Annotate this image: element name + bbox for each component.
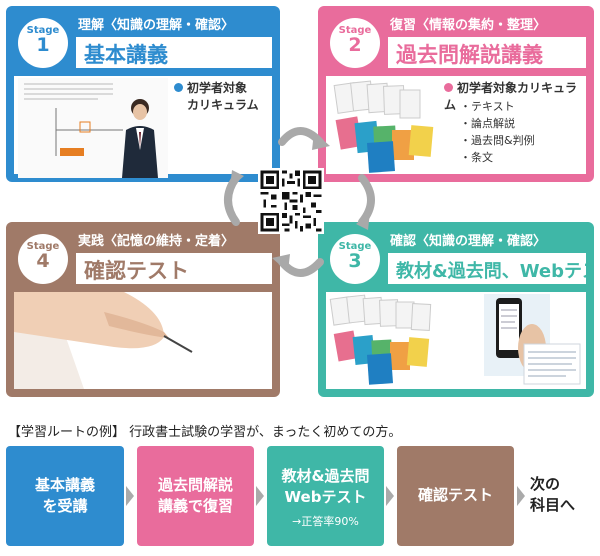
stage-label: Stage	[26, 241, 60, 252]
stage-2-body: 初学者対象カリキュラム ・テキスト ・論点解説 ・過去問&判例 ・条文	[326, 76, 586, 174]
stage-2-bullet: 初学者対象カリキュラム	[444, 81, 578, 112]
stage-number: 4	[36, 250, 50, 272]
materials-image	[329, 294, 581, 385]
route-step-3: 教材&過去問 Webテスト →正答率90%	[267, 446, 384, 546]
stage-1-title: 基本講義	[84, 43, 168, 67]
stage-4-title: 確認テスト	[84, 259, 189, 283]
stage-1-bullet: 初学者対象 カリキュラム	[174, 80, 259, 114]
writing-photo	[14, 292, 272, 389]
stage-label: Stage	[26, 25, 60, 36]
bullet-icon	[444, 83, 453, 92]
stage-2-titlebar: 過去問解説講義	[388, 37, 586, 68]
stage-4-subtitle: 実践〈記憶の維持・定着〉	[78, 234, 235, 249]
stage-3-badge: Stage 3	[330, 234, 380, 284]
stage-label: Stage	[338, 25, 372, 36]
stage-1-body: 初学者対象 カリキュラム	[14, 76, 272, 178]
list-item: ・条文	[460, 151, 493, 164]
stage-4-body	[14, 292, 272, 389]
stage-number: 1	[36, 34, 50, 56]
stage-2-items: ・テキスト ・論点解説 ・過去問&判例 ・条文	[460, 98, 535, 166]
chevron-right-icon	[126, 486, 134, 506]
list-item: ・テキスト	[460, 100, 515, 113]
route-step-2: 過去問解説 講義で復習	[137, 446, 254, 546]
stage-2-subtitle: 復習〈情報の集約・整理〉	[390, 18, 547, 33]
stage-1-card: Stage 1 理解〈知識の理解・確認〉 基本講義 初学	[6, 6, 280, 182]
lecture-photo	[18, 78, 168, 178]
stage-2-title: 過去問解説講義	[396, 43, 543, 67]
stage-number: 2	[348, 34, 362, 56]
stage-3-card: Stage 3 確認〈知識の理解・確認〉 教材&過去問、Webテスト	[318, 222, 594, 397]
stage-2-card: Stage 2 復習〈情報の集約・整理〉 過去問解説講義 初学者対象カリキュラム	[318, 6, 594, 182]
stage-4-badge: Stage 4	[18, 234, 68, 284]
chevron-right-icon	[256, 486, 264, 506]
stage-3-body	[326, 292, 586, 389]
stage-4-titlebar: 確認テスト	[76, 253, 272, 284]
list-item: ・過去問&判例	[460, 134, 535, 147]
stage-3-titlebar: 教材&過去問、Webテスト	[388, 253, 594, 284]
qr-code-icon[interactable]	[258, 168, 324, 234]
stage-label: Stage	[338, 241, 372, 252]
stage-4-card: Stage 4 実践〈記憶の維持・定着〉 確認テスト	[6, 222, 280, 397]
stage-number: 3	[348, 250, 362, 272]
next-subject: 次の 科目へ	[530, 475, 576, 514]
route-step-4: 確認テスト	[397, 446, 514, 546]
stage-1-subtitle: 理解〈知識の理解・確認〉	[78, 18, 235, 33]
chevron-right-icon	[386, 486, 394, 506]
accuracy-note: →正答率90%	[292, 515, 359, 528]
bullet-icon	[174, 83, 183, 92]
stage-2-badge: Stage 2	[330, 18, 380, 68]
stage-1-badge: Stage 1	[18, 18, 68, 68]
stage-3-title: 教材&過去問、Webテスト	[396, 261, 594, 282]
textbooks-image	[333, 80, 434, 173]
stage-3-subtitle: 確認〈知識の理解・確認〉	[390, 234, 547, 249]
chevron-right-icon	[517, 486, 525, 506]
stage-1-titlebar: 基本講義	[76, 37, 272, 68]
list-item: ・論点解説	[460, 117, 515, 130]
route-step-1: 基本講義 を受講	[6, 446, 124, 546]
route-caption: 【学習ルートの例】 行政書士試験の学習が、まったく初めての方。	[8, 425, 402, 440]
